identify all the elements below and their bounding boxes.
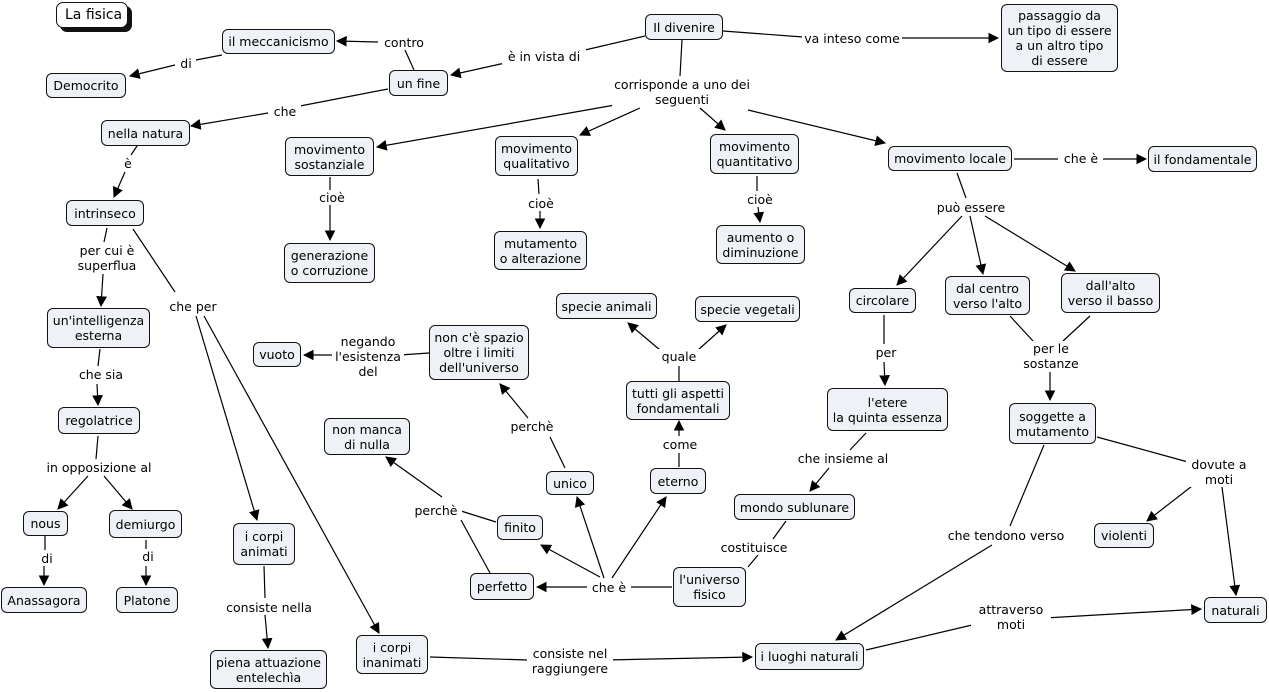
- label-che: che: [269, 104, 301, 119]
- label-per-le-sostanze: per le sostanze: [1015, 341, 1087, 371]
- node-mondo-sublunare[interactable]: mondo sublunare: [734, 494, 855, 520]
- node-movimento-quantitativo[interactable]: movimento quantitativo: [710, 134, 799, 174]
- label-corrisponde: corrisponde a uno dei seguenti: [612, 77, 752, 107]
- label-che-per: che per: [166, 299, 220, 314]
- label-consiste-nel-raggiungere: consiste nel raggiungere: [527, 646, 613, 676]
- label-cioe-sostanziale: cioè: [314, 190, 350, 205]
- node-unico[interactable]: unico: [546, 471, 594, 495]
- label-negando: negando l'esistenza del: [332, 334, 404, 379]
- node-platone[interactable]: Platone: [116, 587, 178, 613]
- label-in-vista-di: è in vista di: [502, 49, 586, 64]
- label-di-platone: di: [138, 549, 158, 564]
- node-piena-attuazione[interactable]: piena attuazione entelechìa: [210, 650, 327, 689]
- node-generazione[interactable]: generazione o corruzione: [284, 243, 375, 283]
- label-cioe-qualitativo: cioè: [523, 196, 559, 211]
- label-che-insieme-al: che insieme al: [793, 451, 893, 466]
- node-circolare[interactable]: circolare: [849, 288, 916, 313]
- node-dall-alto[interactable]: dall'alto verso il basso: [1061, 273, 1160, 313]
- node-un-fine[interactable]: un fine: [389, 70, 448, 96]
- label-che-e-fondamentale: che è: [1059, 151, 1103, 166]
- node-movimento-sostanziale[interactable]: movimento sostanziale: [285, 137, 374, 176]
- label-dovute-a-moti: dovute a moti: [1186, 457, 1252, 487]
- node-aumento[interactable]: aumento o diminuzione: [716, 225, 805, 264]
- label-e: è: [119, 156, 137, 171]
- node-corpi-animati[interactable]: i corpi animati: [233, 523, 295, 565]
- node-vuoto[interactable]: vuoto: [253, 342, 301, 367]
- node-movimento-qualitativo[interactable]: movimento qualitativo: [495, 136, 578, 176]
- label-che-sia: che sia: [75, 367, 127, 382]
- node-il-fondamentale[interactable]: il fondamentale: [1148, 146, 1257, 172]
- node-passaggio[interactable]: passaggio da un tipo di essere a un altr…: [1001, 4, 1118, 72]
- label-che-e-universo: che è: [587, 580, 631, 595]
- node-etere[interactable]: l'etere la quinta essenza: [827, 388, 948, 431]
- node-universo-fisico[interactable]: l'universo fisico: [673, 567, 746, 607]
- label-di-anassagora: di: [37, 551, 57, 566]
- label-puo-essere: può essere: [932, 200, 1010, 215]
- node-specie-animali[interactable]: specie animali: [556, 293, 657, 319]
- node-dal-centro[interactable]: dal centro verso l'alto: [945, 276, 1030, 315]
- label-opposizione: in opposizione al: [40, 460, 158, 475]
- node-nella-natura[interactable]: nella natura: [101, 120, 190, 146]
- label-che-tendono-verso: che tendono verso: [944, 528, 1068, 543]
- node-mutamento-alterazione[interactable]: mutamento o alterazione: [494, 231, 587, 270]
- node-perfetto[interactable]: perfetto: [470, 573, 534, 600]
- node-naturali[interactable]: naturali: [1204, 597, 1267, 623]
- label-quale: quale: [657, 349, 701, 364]
- node-luoghi-naturali[interactable]: i luoghi naturali: [755, 643, 864, 670]
- node-non-c-e-spazio[interactable]: non c'è spazio oltre i limiti dell'unive…: [429, 325, 529, 380]
- node-non-manca-di-nulla[interactable]: non manca di nulla: [324, 418, 410, 455]
- node-aspetti-fondamentali[interactable]: tutti gli aspetti fondamentali: [626, 381, 730, 420]
- node-eterno[interactable]: eterno: [650, 468, 706, 494]
- node-movimento-locale[interactable]: movimento locale: [888, 146, 1012, 171]
- label-perche-unico: perchè: [506, 419, 558, 434]
- node-demiurgo[interactable]: demiurgo: [109, 510, 182, 538]
- label-va-inteso-come: va inteso come: [802, 31, 902, 46]
- label-per: per: [871, 345, 901, 360]
- node-soggette-mutamento[interactable]: soggette a mutamento: [1009, 403, 1096, 444]
- node-corpi-inanimati[interactable]: i corpi inanimati: [356, 635, 428, 674]
- label-perche-finito: perchè: [410, 503, 462, 518]
- label-contro: contro: [380, 35, 428, 50]
- node-violenti[interactable]: violenti: [1094, 523, 1154, 548]
- label-per-cui-superflua: per cui è superflua: [72, 243, 142, 273]
- label-attraverso-moti: attraverso moti: [971, 602, 1051, 632]
- label-consiste-nella: consiste nella: [221, 600, 317, 615]
- node-anassagora[interactable]: Anassagora: [1, 587, 87, 613]
- node-democrito[interactable]: Democrito: [46, 73, 126, 98]
- node-finito[interactable]: finito: [497, 515, 543, 540]
- node-il-divenire[interactable]: Il divenire: [645, 14, 723, 40]
- node-intrinseco[interactable]: intrinseco: [66, 200, 144, 226]
- node-specie-vegetali[interactable]: specie vegetali: [695, 296, 800, 322]
- node-nous[interactable]: nous: [23, 511, 68, 536]
- node-meccanicismo[interactable]: il meccanicismo: [222, 29, 335, 54]
- label-di-democrito: di: [176, 56, 196, 71]
- label-costituisce: costituisce: [717, 540, 791, 555]
- label-cioe-quantitativo: cioè: [742, 192, 778, 207]
- map-title: La fisica: [56, 2, 128, 28]
- node-regolatrice[interactable]: regolatrice: [58, 407, 140, 434]
- node-intelligenza[interactable]: un'intelligenza esterna: [47, 308, 150, 348]
- label-come: come: [657, 437, 703, 452]
